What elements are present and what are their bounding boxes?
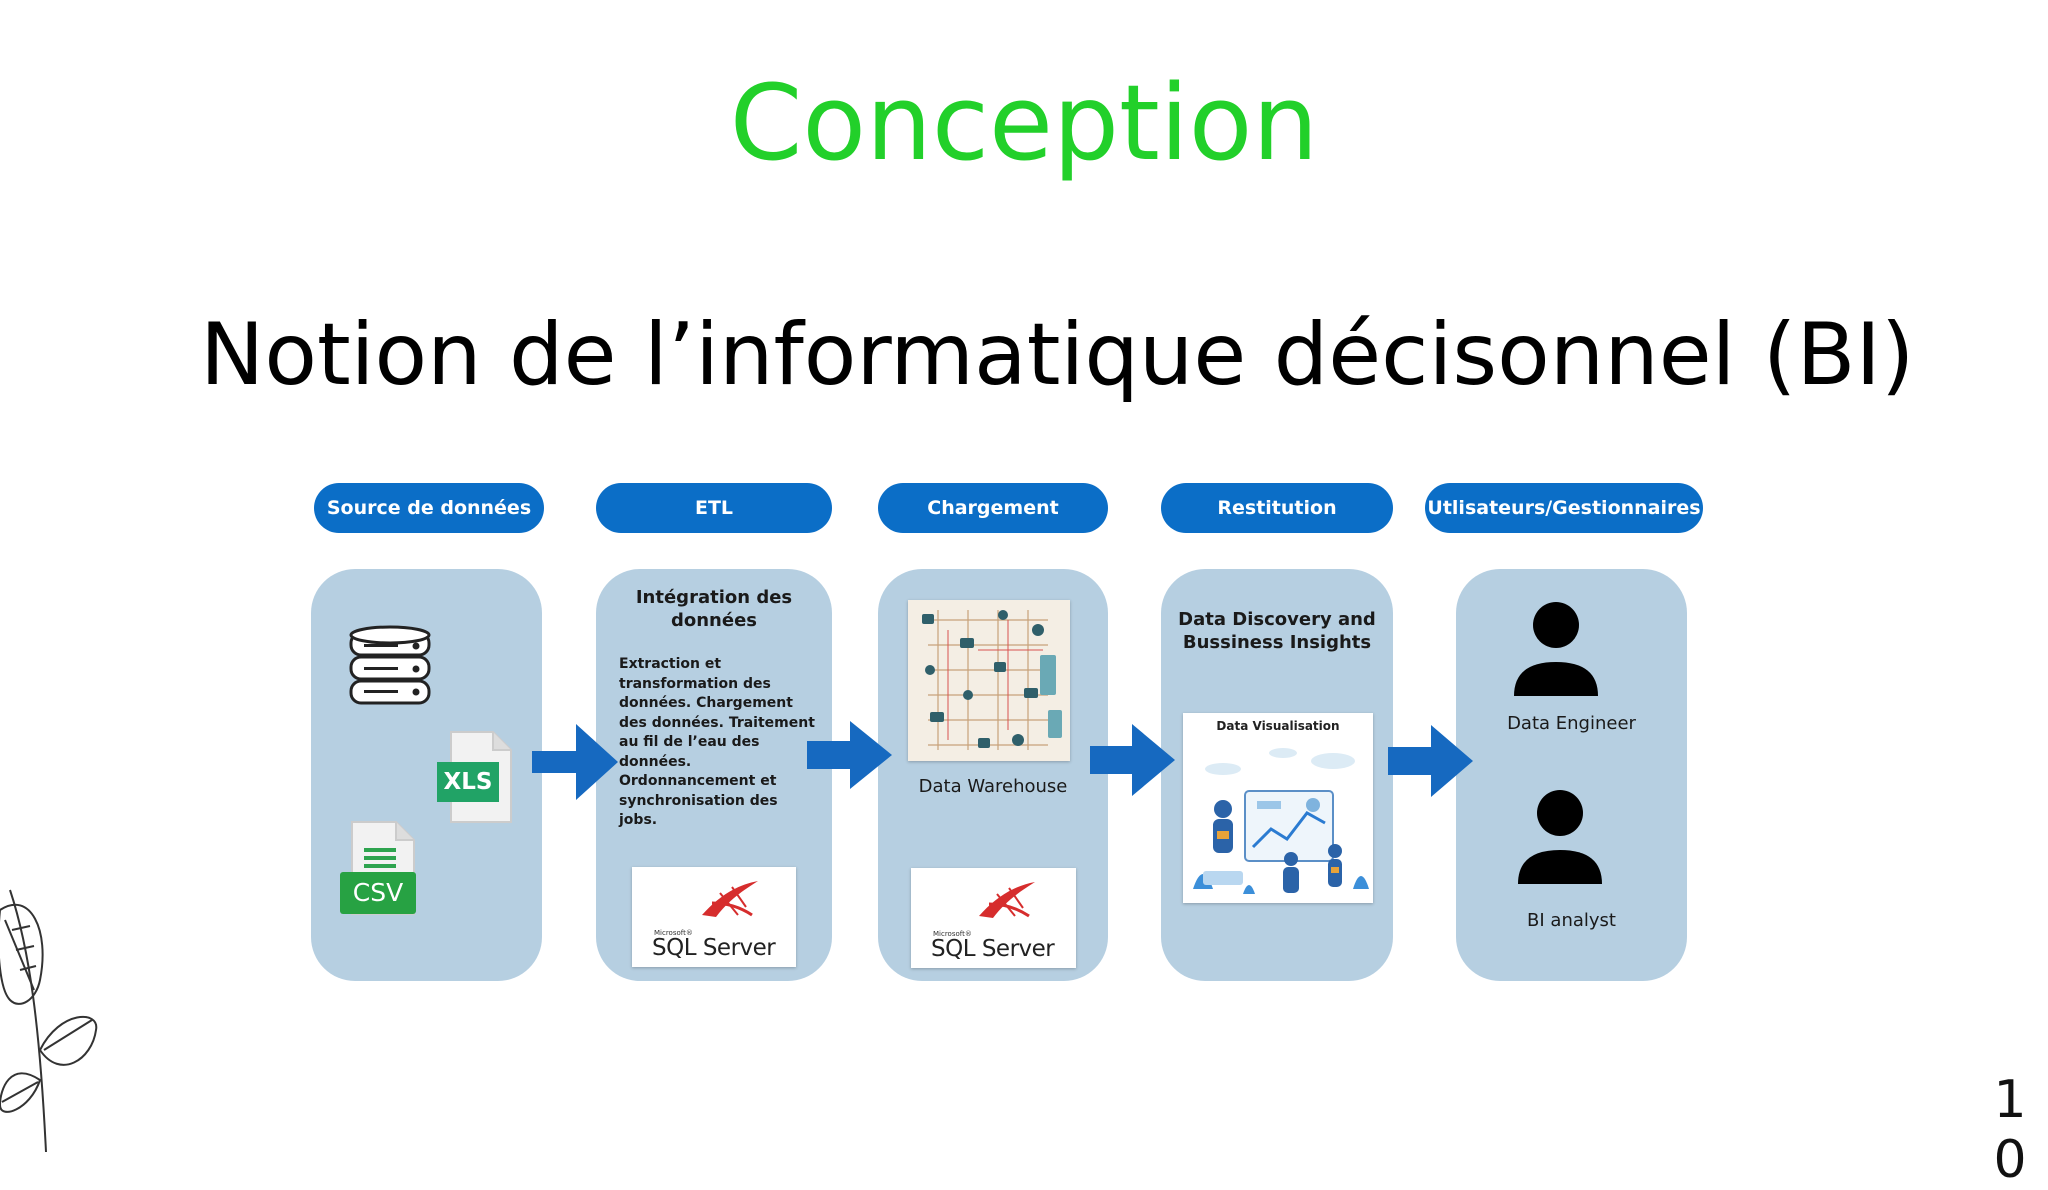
stage-pill-users: Utlisateurs/Gestionnaires [1425, 483, 1703, 533]
database-icon [349, 625, 431, 705]
restitution-heading: Data Discovery and Bussiness Insights [1178, 609, 1376, 653]
flow-arrows [532, 721, 1473, 800]
sqlserver-icon [702, 881, 758, 917]
stage-pill-source: Source de données [314, 483, 544, 533]
arrow-etl-to-chargement [807, 721, 892, 789]
etl-logo-text: SQL Server [652, 935, 776, 961]
data-visualisation-title: Data Visualisation [1216, 719, 1340, 733]
data-engineer-label: Data Engineer [1507, 713, 1636, 734]
arrow-source-to-etl [532, 724, 618, 800]
arrow-restitution-to-users [1388, 725, 1473, 797]
data-engineer-person-icon [1514, 602, 1598, 696]
xls-file-icon: XLS [437, 730, 515, 826]
csv-file-icon: CSV [340, 820, 434, 916]
slide-title: Conception [729, 62, 1319, 184]
page-number-bottom: 0 [1993, 1130, 2027, 1190]
etl-heading: Intégration des données [635, 587, 793, 631]
etl-description: Extraction et transformation des données… [619, 656, 815, 828]
loading-sqlserver-logo: Microsoft® SQL Server [911, 868, 1076, 968]
etl-sqlserver-logo: Microsoft® SQL Server [632, 867, 796, 967]
data-visualisation-illustration [1193, 748, 1369, 894]
loading-logo-microsoft: Microsoft® [933, 930, 972, 938]
data-warehouse-caption: Data Warehouse [918, 776, 1068, 797]
stage-pill-chargement: Chargement [878, 483, 1108, 533]
stage-pill-restitution: Restitution [1161, 483, 1393, 533]
data-warehouse-image [908, 600, 1070, 761]
leaf-branch-decoration [0, 889, 98, 1153]
bi-analyst-label: BI analyst [1527, 910, 1616, 931]
arrow-chargement-to-restitution [1090, 724, 1175, 796]
xls-label: XLS [443, 769, 493, 795]
sqlserver-icon [979, 882, 1035, 918]
loading-logo-text: SQL Server [931, 936, 1055, 962]
bi-analyst-person-icon [1518, 790, 1602, 884]
data-visualisation-card: Data Visualisation [1183, 713, 1373, 903]
network-diagram-icon [922, 610, 1062, 750]
etl-logo-microsoft: Microsoft® [654, 929, 693, 937]
page-number: 1 0 [1990, 1070, 2030, 1190]
slide-subtitle: Notion de l’informatique décisonnel (BI) [200, 305, 1915, 405]
csv-label: CSV [352, 878, 404, 907]
stage-pill-etl: ETL [596, 483, 832, 533]
page-number-top: 1 [1993, 1070, 2027, 1130]
